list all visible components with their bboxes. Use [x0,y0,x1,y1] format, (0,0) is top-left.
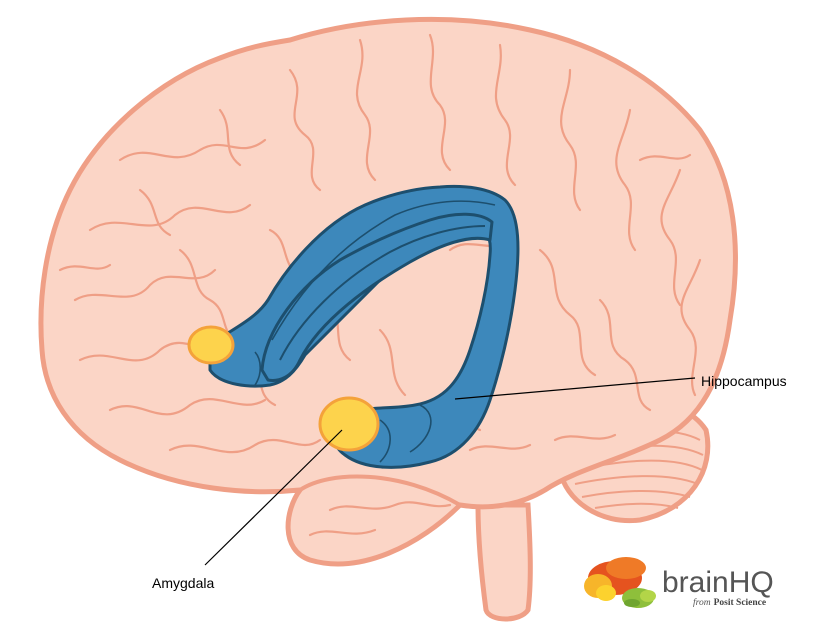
brainhq-logo-text: brainHQ [662,566,774,599]
amygdala-right-node [320,398,378,450]
hippocampus-label: Hippocampus [701,373,787,389]
brain-stem [478,505,530,619]
brainhq-logo-mark [584,557,656,608]
amygdala-label: Amygdala [152,575,214,591]
amygdala-left-node [189,327,233,363]
